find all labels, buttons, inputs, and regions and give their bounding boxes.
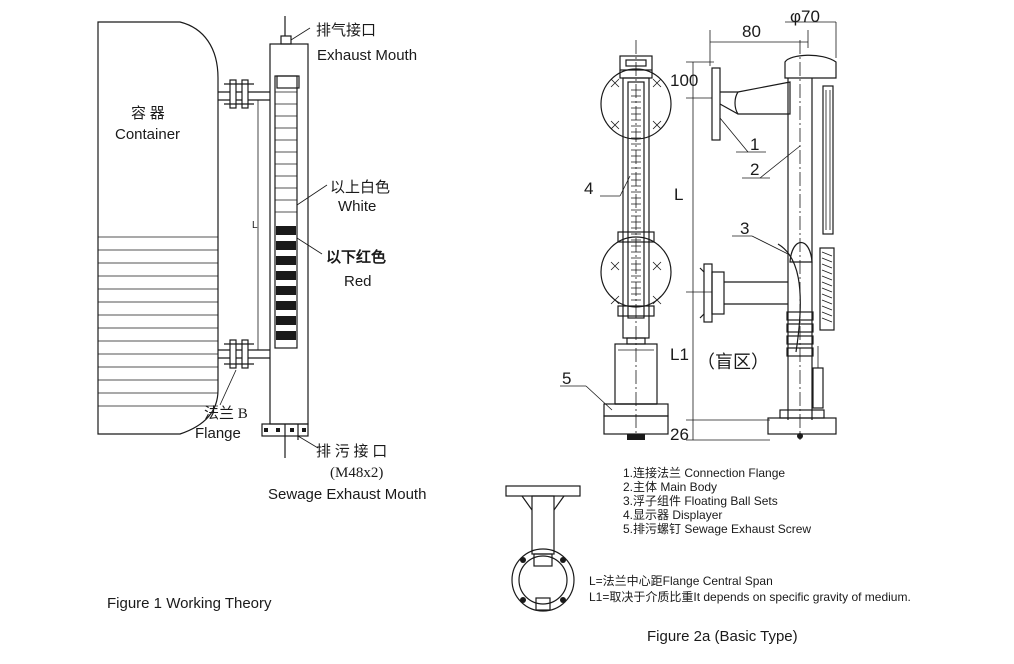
note-L: L=法兰中心距Flange Central Span (589, 573, 773, 588)
dim-phi70-label: φ70 (790, 7, 820, 26)
front-scale-ticks (631, 89, 641, 307)
container-en-label: Container (115, 126, 180, 143)
callout-2: 2 (750, 160, 759, 179)
upper-flange-connection (218, 79, 270, 109)
figure1-leaders (219, 27, 328, 449)
legend-item: 5.排污螺钉 Sewage Exhaust Screw (623, 522, 811, 536)
dim-L1-label: L1 (670, 345, 689, 364)
indicator-flaps (274, 75, 298, 349)
callout-3: 3 (740, 219, 749, 238)
legend-item: 4.显示器 Displayer (623, 508, 722, 522)
sewage-cn-label: 排 污 接 口 (316, 443, 387, 460)
figure2-side-view (699, 40, 837, 440)
dim-80-label: 80 (742, 22, 761, 41)
container-vessel (97, 21, 219, 435)
lower-flange-connection (218, 339, 270, 369)
flange-cn-label: 法兰 B (204, 405, 248, 422)
red-en-label: Red (344, 273, 372, 290)
white-cn-label: 以上白色 (330, 179, 390, 196)
container-liquid-lines (98, 236, 218, 407)
callout-5: 5 (562, 369, 571, 388)
figure1-drawing: L (97, 16, 328, 458)
front-upper-bolts (610, 78, 662, 130)
callout-4: 4 (584, 179, 593, 198)
legend-item: 1.连接法兰 Connection Flange (623, 465, 785, 480)
callout-1: 1 (750, 135, 759, 154)
blind-zone-label: （盲区） (697, 352, 769, 372)
figure2-callout-leaders (560, 117, 801, 411)
front-lower-bolts (610, 261, 662, 305)
exhaust-cn-label: 排气接口 (316, 22, 376, 39)
sewage-size-label: (M48x2) (330, 465, 383, 481)
dim-L-fig1: L (252, 220, 258, 231)
legend-item: 3.浮子组件 Floating Ball Sets (623, 494, 778, 508)
sewage-en-label: Sewage Exhaust Mouth (268, 486, 426, 503)
parts-legend: 1.连接法兰 Connection Flange 2.主体 Main Body … (623, 465, 811, 536)
main-tube (269, 16, 309, 458)
dim-26-label: 26 (670, 425, 689, 444)
red-cn-label: 以下红色 (326, 248, 386, 266)
container-cn-label: 容 器 (131, 105, 165, 122)
figure2-top-view (505, 485, 581, 612)
dim-100-label: 100 (670, 71, 698, 90)
white-en-label: White (338, 198, 376, 215)
figure2-caption: Figure 2a (Basic Type) (647, 628, 798, 645)
figure1-caption: Figure 1 Working Theory (107, 595, 272, 612)
legend-item: 2.主体 Main Body (623, 480, 717, 494)
bottom-drain-flange (261, 423, 309, 437)
exhaust-en-label: Exhaust Mouth (317, 47, 417, 64)
note-L1: L1=取决于介质比重It depends on specific gravity… (589, 590, 911, 604)
side-coils (786, 311, 814, 357)
figure2-front-view (600, 40, 672, 440)
dim-L-label: L (674, 185, 683, 204)
figure2-dimensions (686, 21, 837, 441)
dimension-L-fig1: L (252, 99, 264, 351)
flange-en-label: Flange (195, 425, 241, 442)
